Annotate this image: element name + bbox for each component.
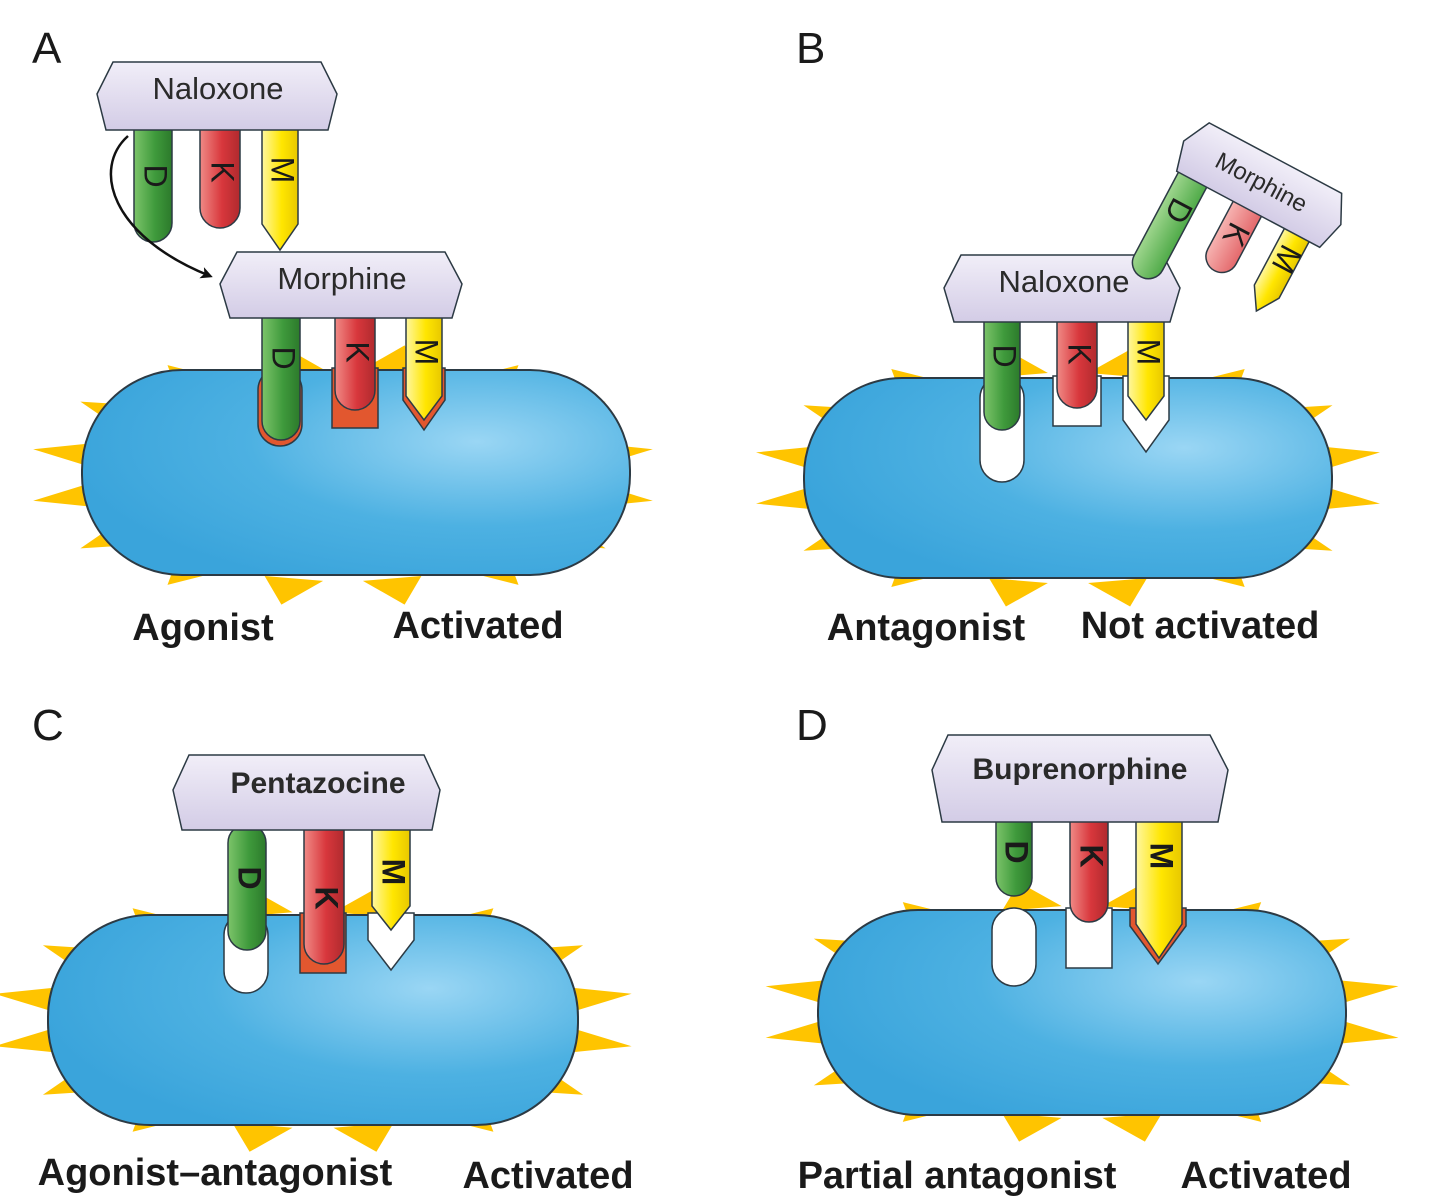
panel-d-caption-left: Partial antagonist xyxy=(798,1155,1117,1197)
panel-b: B Naloxone D K M Morphine D K xyxy=(756,24,1380,649)
panel-c-pentazocine-delta-letter: D xyxy=(232,866,268,889)
cell-spike xyxy=(561,986,632,1012)
panel-a-morphine-molecule: Morphine D K M xyxy=(219,251,463,441)
cell-spike xyxy=(561,1028,632,1054)
panel-a-caption-right: Activated xyxy=(392,605,563,647)
panel-d-buprenorphine-kappa-letter: K xyxy=(1074,844,1110,867)
panel-a-displacement-arrow xyxy=(109,135,213,279)
panel-b-displaced-morphine-molecule: Morphine D K M xyxy=(1131,121,1343,313)
cell-spike xyxy=(989,578,1048,607)
panel-d-cell xyxy=(765,882,1399,1142)
cell-spike xyxy=(1102,1113,1163,1142)
panel-d-letter: D xyxy=(796,701,828,750)
panel-d-caption-right: Activated xyxy=(1180,1155,1351,1197)
panel-c-pentazocine-body xyxy=(172,754,441,831)
panel-a-naloxone-label: Naloxone xyxy=(153,71,284,106)
panel-b-cell xyxy=(756,349,1380,607)
panel-a-naloxone-body xyxy=(96,61,338,131)
cell-spike xyxy=(1001,1113,1062,1142)
panel-a-naloxone-mu-letter: M xyxy=(265,157,301,184)
cell-spike xyxy=(362,576,422,605)
panel-b-naloxone-delta-letter: D xyxy=(987,344,1023,367)
panel-a-caption-left: Agonist xyxy=(132,607,274,649)
panel-d-delta-site xyxy=(991,907,1037,987)
panel-a-naloxone-delta-letter: D xyxy=(138,164,174,187)
cell-spike xyxy=(232,1122,293,1152)
panel-d-buprenorphine-mu-letter: M xyxy=(1144,843,1180,870)
panel-a-morphine-body xyxy=(219,251,463,319)
panel-d-buprenorphine-molecule: Buprenorphine D K M xyxy=(931,734,1229,960)
cell-spike xyxy=(1088,578,1147,607)
panel-b-naloxone-label: Naloxone xyxy=(999,264,1130,299)
panel-b-caption-left: Antagonist xyxy=(827,607,1026,649)
cell-spike xyxy=(333,1122,394,1152)
panel-a-letter: A xyxy=(32,24,62,73)
panel-d-buprenorphine-delta-letter: D xyxy=(999,840,1035,863)
panel-a-morphine-label: Morphine xyxy=(277,261,406,296)
panel-c-mu-site xyxy=(367,912,415,972)
panel-d-buprenorphine-label: Buprenorphine xyxy=(973,753,1188,786)
panel-a-naloxone-kappa-letter: K xyxy=(205,161,241,182)
panel-c: C Pentazocine D K M Agonist–antagonist A… xyxy=(0,701,634,1197)
panel-b-naloxone-molecule: Naloxone D K M xyxy=(943,254,1181,431)
panel-b-caption-right: Not activated xyxy=(1081,605,1320,647)
panel-c-pentazocine-mu-letter: M xyxy=(376,859,412,886)
panel-b-letter: B xyxy=(796,24,825,73)
panel-c-caption-left: Agonist–antagonist xyxy=(38,1152,393,1194)
panel-a-morphine-mu-letter: M xyxy=(409,339,445,366)
panel-a-morphine-delta-letter: D xyxy=(266,346,302,369)
panel-b-naloxone-kappa-letter: K xyxy=(1062,343,1098,364)
panel-c-letter: C xyxy=(32,701,64,750)
panel-a: A Morphine D K M Naloxone xyxy=(32,24,653,649)
panel-d: D Buprenorphine D K M Partial antagonist… xyxy=(765,701,1399,1197)
panel-c-pentazocine-molecule: Pentazocine D K M xyxy=(172,754,441,965)
panel-a-naloxone-molecule: Naloxone D K M xyxy=(96,61,338,252)
panel-c-caption-right: Activated xyxy=(462,1155,633,1197)
cell-spike xyxy=(264,576,324,605)
panel-b-morphine-body xyxy=(1175,121,1343,249)
panel-d-buprenorphine-body xyxy=(931,734,1229,823)
panel-c-pentazocine-kappa-letter: K xyxy=(309,886,345,909)
panel-c-cell xyxy=(0,888,632,1152)
panel-a-morphine-kappa-letter: K xyxy=(340,341,376,362)
panel-b-naloxone-mu-letter: M xyxy=(1131,339,1167,366)
panel-c-pentazocine-label: Pentazocine xyxy=(230,767,405,800)
